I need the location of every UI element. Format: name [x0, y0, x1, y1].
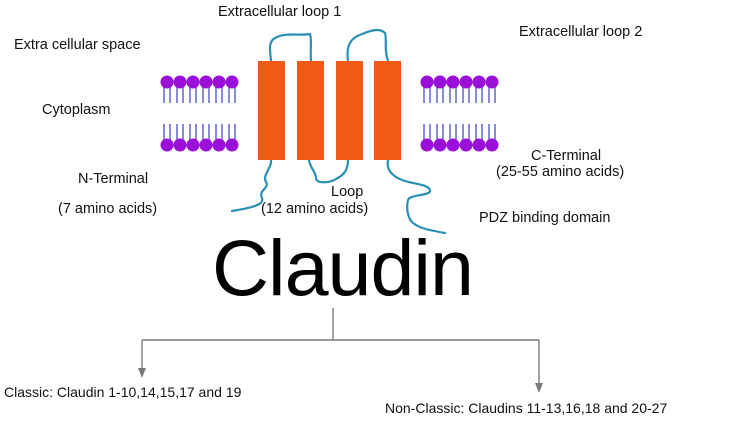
lipid-head-inner — [212, 138, 226, 152]
lipid-head-inner — [446, 138, 460, 152]
lipid-head-inner — [420, 138, 434, 152]
lipid-head-outer — [212, 75, 226, 89]
arrow-nonclassic-head — [535, 383, 543, 393]
lipid-head-outer — [420, 75, 434, 89]
lipid-head-outer — [446, 75, 460, 89]
transmembrane-domain-4 — [374, 61, 401, 160]
lipid-head-outer — [225, 75, 239, 89]
label-n-terminal-detail: (7 amino acids) — [58, 201, 158, 217]
label-extracellular-loop-2: Extracellular loop 2 — [519, 24, 643, 40]
n-terminal-chain — [230, 158, 273, 213]
label-n-terminal: N-Terminal — [78, 171, 149, 187]
label-loop-detail: (12 amino acids) — [261, 201, 369, 217]
transmembrane-domain-3 — [336, 61, 363, 160]
lipid-head-inner — [160, 138, 174, 152]
label-extracellular-loop-1: Extracellular loop 1 — [218, 4, 342, 20]
intracellular-loop — [307, 158, 350, 184]
label-c-terminal-detail: (25-55 amino acids) — [496, 164, 625, 180]
lipid-head-outer — [459, 75, 473, 89]
c-terminal-chain — [386, 158, 447, 235]
lipid-head-inner — [186, 138, 200, 152]
lipid-head-inner — [199, 138, 213, 152]
lipid-head-outer — [173, 75, 187, 89]
diagram-title: Claudin — [212, 223, 474, 312]
lipid-head-inner — [472, 138, 486, 152]
label-loop: Loop — [331, 184, 364, 200]
label-cytoplasm: Cytoplasm — [42, 102, 111, 118]
lipid-head-outer — [160, 75, 174, 89]
lipid-head-inner — [485, 138, 499, 152]
lipid-head-inner — [459, 138, 473, 152]
label-classic-claudins: Classic: Claudin 1-10,14,15,17 and 19 — [4, 384, 242, 400]
label-c-terminal: C-Terminal — [531, 148, 602, 164]
arrow-classic-head — [138, 368, 146, 378]
lipid-head-outer — [199, 75, 213, 89]
extracellular-loop-1 — [268, 32, 313, 63]
lipid-head-inner — [225, 138, 239, 152]
extracellular-loop-2 — [346, 28, 390, 63]
transmembrane-domain-2 — [297, 61, 324, 160]
lipid-head-outer — [433, 75, 447, 89]
lipid-bilayer-right — [420, 75, 499, 152]
lipid-head-inner — [173, 138, 187, 152]
lipid-bilayer-left — [160, 75, 239, 152]
label-non-classic-claudins: Non-Classic: Claudins 11-13,16,18 and 20… — [385, 400, 668, 416]
transmembrane-domain-1 — [258, 61, 285, 160]
label-extracellular-space: Extra cellular space — [14, 37, 141, 53]
lipid-head-outer — [485, 75, 499, 89]
lipid-head-outer — [186, 75, 200, 89]
lipid-head-inner — [433, 138, 447, 152]
lipid-head-outer — [472, 75, 486, 89]
label-pdz-binding-domain: PDZ binding domain — [479, 210, 611, 226]
